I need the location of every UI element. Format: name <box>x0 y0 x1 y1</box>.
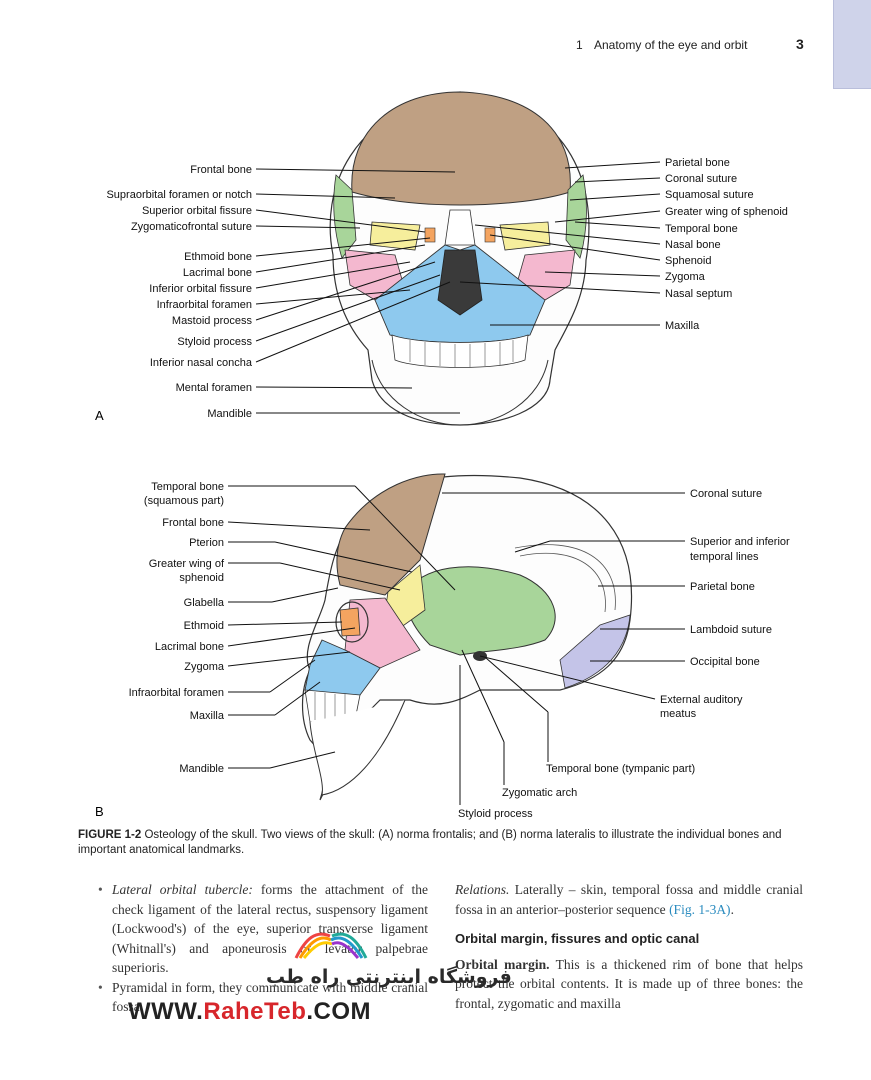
label-temporal-lines-1: Superior and inferior <box>690 536 790 548</box>
label-greater-wing-b-1: Greater wing of <box>149 558 225 570</box>
label-maxilla: Maxilla <box>665 320 700 332</box>
label-pterion: Pterion <box>189 537 224 549</box>
label-mandible: Mandible <box>207 408 252 420</box>
figure-caption: FIGURE 1-2 Osteology of the skull. Two v… <box>78 828 804 858</box>
label-coronal-suture-b: Coronal suture <box>690 488 762 500</box>
panel-b-right-labels: Coronal suture Superior and inferior tem… <box>660 488 790 720</box>
panel-a-right-labels: Parietal bone Coronal suture Squamosal s… <box>665 157 788 332</box>
panel-a-left-labels: Frontal bone Supraorbital foramen or not… <box>106 164 252 420</box>
label-mastoid-process: Mastoid process <box>172 315 253 327</box>
label-zygomaticofrontal-suture: Zygomaticofrontal suture <box>131 221 252 233</box>
label-external-auditory-2: meatus <box>660 708 697 720</box>
label-inferior-orbital-fissure: Inferior orbital fissure <box>149 283 252 295</box>
label-supraorbital-foramen: Supraorbital foramen or notch <box>106 189 252 201</box>
label-temporal-bone-b: Temporal bone <box>151 481 224 493</box>
list-item: Lateral orbital tubercle: forms the atta… <box>98 880 428 978</box>
watermark-book-logo <box>294 932 368 959</box>
right-column: Relations. Laterally – skin, temporal fo… <box>455 880 803 1013</box>
panel-b-left-labels: Temporal bone (squamous part) Frontal bo… <box>129 481 225 775</box>
relations-term: Relations. <box>455 882 510 897</box>
label-inferior-nasal-concha: Inferior nasal concha <box>150 357 253 369</box>
label-squamosal-suture: Squamosal suture <box>665 189 754 201</box>
figure-caption-label: FIGURE 1-2 <box>78 829 142 841</box>
relations-paragraph: Relations. Laterally – skin, temporal fo… <box>455 880 803 919</box>
panel-b-letter: B <box>95 804 104 819</box>
list-item: Pyramidal in form, they communicate with… <box>98 978 428 1017</box>
label-temporal-lines-2: temporal lines <box>690 551 759 563</box>
label-superior-orbital-fissure: Superior orbital fissure <box>142 205 252 217</box>
lateral-orbital-tubercle-term: Lateral orbital tubercle: <box>112 882 253 897</box>
label-styloid-process-b: Styloid process <box>458 808 533 820</box>
label-frontal-bone-b: Frontal bone <box>162 517 224 529</box>
label-sphenoid: Sphenoid <box>665 255 712 267</box>
label-parietal-bone-b: Parietal bone <box>690 581 755 593</box>
skull-frontal-illustration <box>329 91 590 426</box>
label-coronal-suture: Coronal suture <box>665 173 737 185</box>
label-greater-wing-sphenoid: Greater wing of sphenoid <box>665 206 788 218</box>
section-subheading: Orbital margin, fissures and optic canal <box>455 931 700 946</box>
label-ethmoid-b: Ethmoid <box>184 620 224 632</box>
skull-lateral-illustration <box>301 473 633 801</box>
label-nasal-septum: Nasal septum <box>665 288 732 300</box>
chapter-title: Anatomy of the eye and orbit <box>594 38 748 52</box>
figure-caption-text: Osteology of the skull. Two views of the… <box>78 829 782 856</box>
orbital-margin-text: This is a thickened rim of bone that hel… <box>455 956 803 1011</box>
label-zygoma: Zygoma <box>665 271 706 283</box>
watermark-url: WWW.RaheTeb.COM <box>128 998 371 1026</box>
label-external-auditory-1: External auditory <box>660 694 743 706</box>
label-ethmoid-bone: Ethmoid bone <box>184 251 252 263</box>
list-item-text: Pyramidal in form, they communicate with… <box>112 979 428 1015</box>
label-lambdoid-suture: Lambdoid suture <box>690 624 772 636</box>
relations-text: Laterally – skin, temporal fossa and mid… <box>455 882 803 917</box>
chapter-tab <box>833 0 871 89</box>
panel-b-bottom-labels: Temporal bone (tympanic part) Zygomatic … <box>458 763 695 820</box>
label-parietal-bone: Parietal bone <box>665 157 730 169</box>
label-nasal-bone: Nasal bone <box>665 239 721 251</box>
watermark-url-brand: RaheTeb <box>203 998 307 1025</box>
label-frontal-bone: Frontal bone <box>190 164 252 176</box>
figure-reference-link[interactable]: (Fig. 1-3A) <box>669 901 731 917</box>
label-infraorbital-foramen: Infraorbital foramen <box>157 299 252 311</box>
label-mandible-b: Mandible <box>179 763 224 775</box>
label-glabella: Glabella <box>184 597 225 609</box>
label-zygoma-b: Zygoma <box>184 661 225 673</box>
page-number: 3 <box>796 36 804 52</box>
label-infraorbital-foramen-b: Infraorbital foramen <box>129 687 224 699</box>
relations-end: . <box>730 901 734 917</box>
chapter-number: 1 <box>576 38 583 52</box>
label-lacrimal-bone-b: Lacrimal bone <box>155 641 224 653</box>
label-zygomatic-arch: Zygomatic arch <box>502 787 577 799</box>
label-mental-foramen: Mental foramen <box>176 382 252 394</box>
skull-figure: Frontal bone Supraorbital foramen or not… <box>95 91 790 820</box>
label-lacrimal-bone: Lacrimal bone <box>183 267 252 279</box>
watermark-url-prefix: WWW. <box>128 998 204 1025</box>
label-temporal-tympanic: Temporal bone (tympanic part) <box>546 763 695 775</box>
orbital-margin-term: Orbital margin. <box>455 956 550 972</box>
watermark-persian-text: فروشگاه اینترنتی راه طب <box>266 966 512 988</box>
panel-a-letter: A <box>95 408 104 423</box>
label-occipital-bone: Occipital bone <box>690 656 760 668</box>
label-maxilla-b: Maxilla <box>190 710 225 722</box>
orbital-margin-paragraph: Orbital margin. This is a thickened rim … <box>455 955 803 1014</box>
label-squamous-part: (squamous part) <box>144 495 224 507</box>
label-greater-wing-b-2: sphenoid <box>179 572 224 584</box>
label-temporal-bone: Temporal bone <box>665 223 738 235</box>
label-styloid-process: Styloid process <box>177 336 252 348</box>
left-column: Lateral orbital tubercle: forms the atta… <box>98 880 428 1017</box>
watermark-url-suffix: .COM <box>306 998 372 1025</box>
